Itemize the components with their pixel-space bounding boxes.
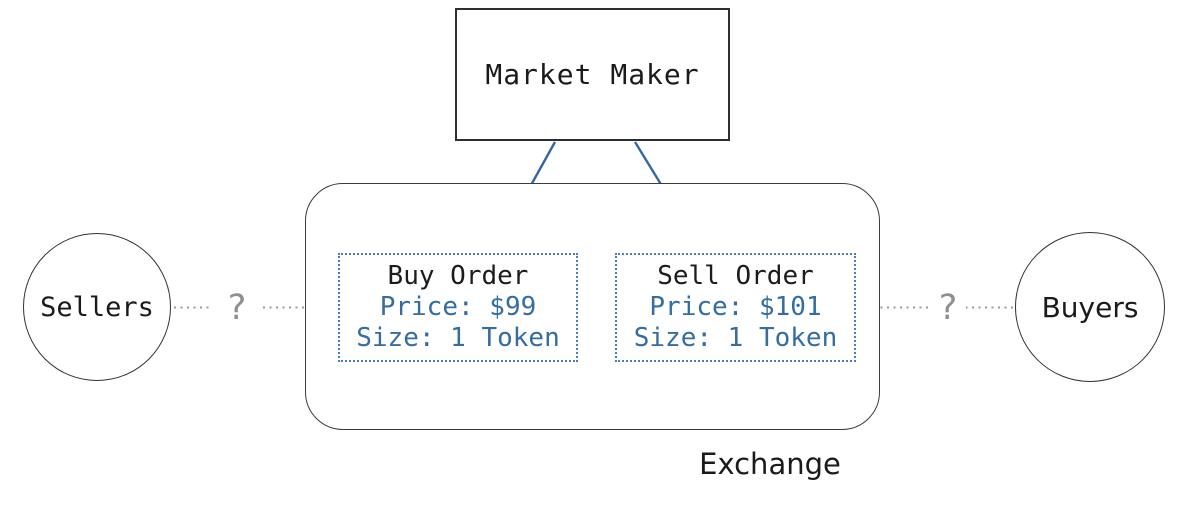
exchange-label: Exchange <box>655 445 885 483</box>
sellers-label: Sellers <box>40 291 154 323</box>
buy-order-size: Size: 1 Token <box>356 323 560 353</box>
sell-order-size: Size: 1 Token <box>633 323 838 353</box>
sell-order-title: Sell Order <box>657 261 814 291</box>
buyers-question-mark: ? <box>938 288 958 328</box>
buyers-label: Buyers <box>1041 290 1139 324</box>
exchange-label-text: Exchange <box>699 447 841 481</box>
buy-order-title: Buy Order <box>387 261 529 291</box>
market-maker-box: Market Maker <box>455 8 730 141</box>
sell-order-price: Price: $101 <box>649 292 822 322</box>
buy-order-price: Price: $99 <box>379 292 537 322</box>
market-maker-label: Market Maker <box>485 58 700 91</box>
buy-order-box: Buy Order Price: $99 Size: 1 Token <box>338 253 578 362</box>
sell-order-box: Sell Order Price: $101 Size: 1 Token <box>615 253 856 362</box>
sellers-circle: Sellers <box>23 233 171 381</box>
sellers-question-mark: ? <box>227 288 247 328</box>
buyers-circle: Buyers <box>1015 232 1165 382</box>
